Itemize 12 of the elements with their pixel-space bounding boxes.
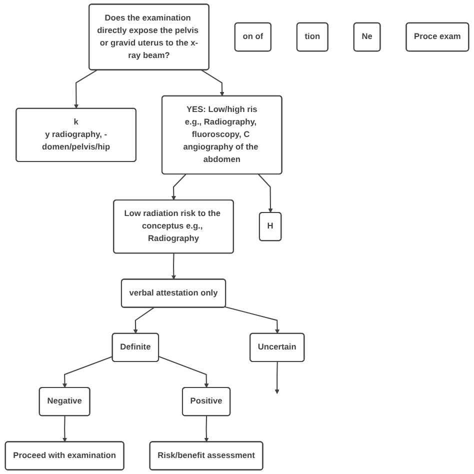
arrow [74, 70, 98, 109]
arrow [171, 253, 176, 280]
arrow [258, 174, 273, 213]
arrow [224, 306, 280, 334]
arrow [171, 174, 186, 200]
arrow [158, 356, 209, 388]
arrow [62, 356, 113, 388]
arrow [204, 416, 209, 442]
arrow [201, 70, 224, 96]
arrow [274, 362, 280, 394]
arrow [133, 307, 154, 334]
arrow [62, 416, 68, 442]
